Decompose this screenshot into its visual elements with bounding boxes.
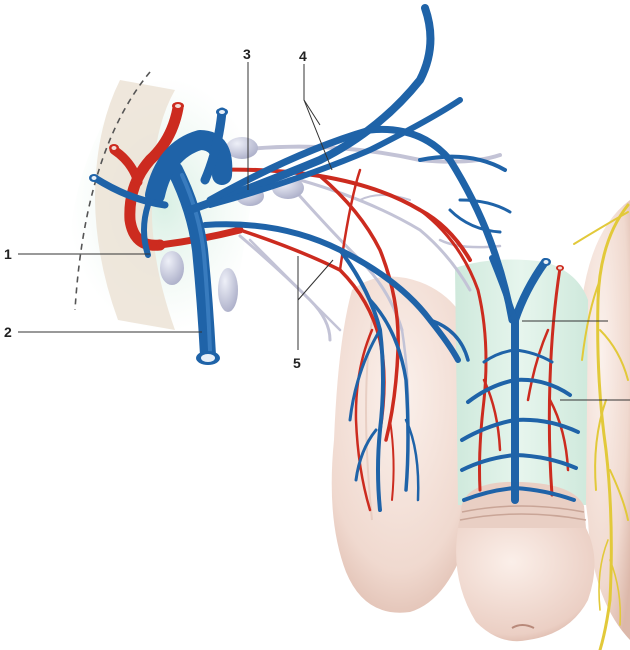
vessel-cut-ends — [89, 102, 564, 365]
label-1: 1 — [4, 246, 12, 262]
label-2: 2 — [4, 324, 12, 340]
glans-penis — [456, 481, 595, 642]
labels: 1 2 3 4 5 — [4, 46, 307, 371]
leader-lines — [18, 62, 630, 401]
leader-line-5b — [297, 259, 334, 301]
label-3: 3 — [243, 46, 251, 62]
leader-line-4b — [303, 99, 321, 126]
label-5: 5 — [293, 355, 301, 371]
nerve — [573, 203, 630, 650]
leader-line-4c — [303, 99, 333, 171]
veins — [91, 4, 580, 512]
label-4: 4 — [299, 48, 307, 64]
